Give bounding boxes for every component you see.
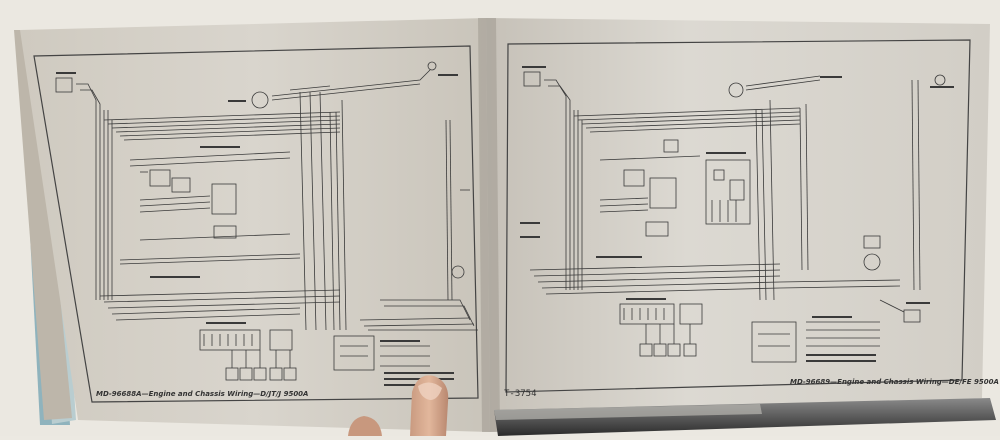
figure-number: T-3754 (504, 389, 537, 399)
left-page-caption: MD-96688A—Engine and Chassis Wiring—D/JT… (96, 390, 309, 398)
left-page (20, 18, 490, 432)
right-page (486, 18, 990, 432)
right-page-caption: MD-96689—Engine and Chassis Wiring—DE/FE… (790, 378, 999, 386)
right-wiring-diagram (523, 71, 946, 363)
left-wiring-diagram (55, 61, 478, 381)
left-diagram-lettering (56, 72, 458, 386)
right-diagram-lettering (520, 66, 954, 362)
finger (348, 375, 449, 436)
